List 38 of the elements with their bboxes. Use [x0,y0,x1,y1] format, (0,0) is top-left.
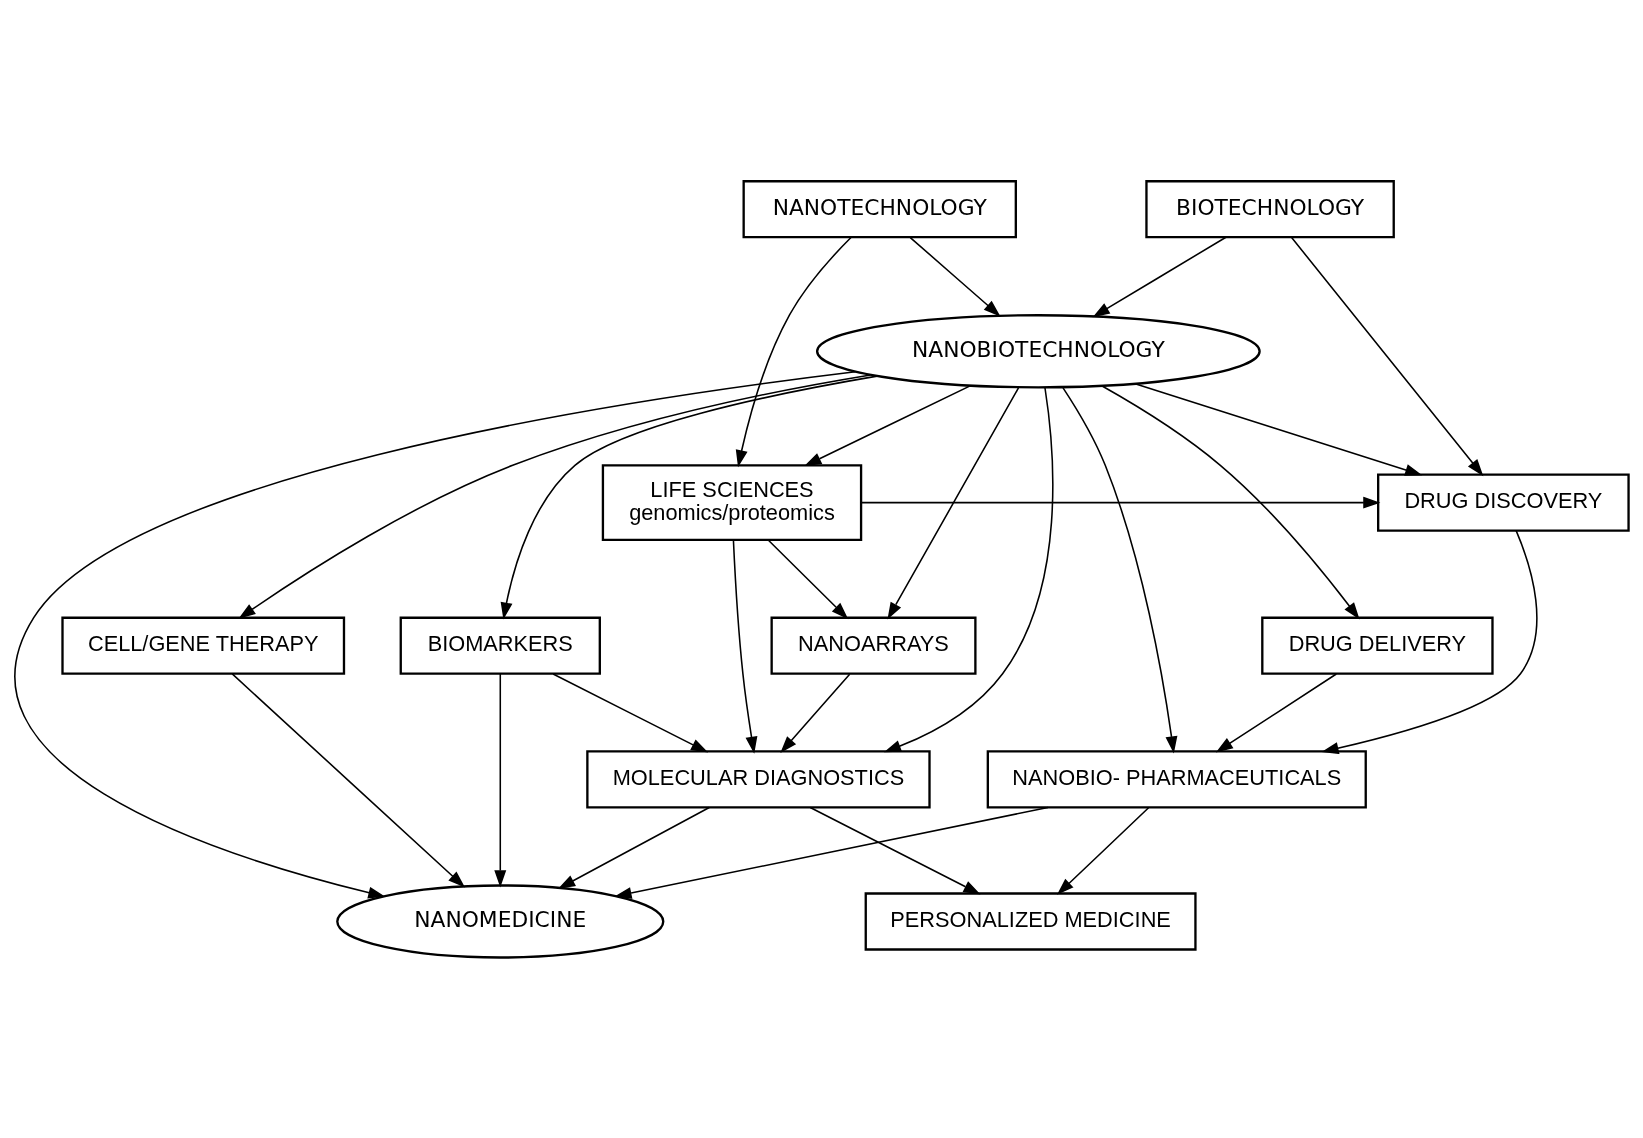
arrow [558,806,711,889]
arrow [552,672,709,752]
arrow [494,672,507,887]
arrow [767,538,849,619]
node-box: DRUG DELIVERY [1261,616,1494,675]
arrow [804,384,971,466]
arrow [1056,806,1150,895]
node-box: BIOMARKERS [399,616,601,675]
arrow [1135,382,1423,476]
arrow [1092,235,1227,317]
arrow [887,386,1020,620]
arrow [500,374,878,620]
node-box: NANOBIO- PHARMACEUTICALS [986,749,1367,809]
node-box: NANOARRAYS [770,616,977,675]
arrow [238,373,872,619]
arrow [14,370,857,899]
arrow [883,386,1054,752]
arrow [909,236,1001,317]
arrow [1215,672,1338,752]
node-box: CELL/GENE THERAPY [61,616,346,675]
arrow [860,496,1381,509]
arrow [780,673,851,753]
node-box: PERSONALIZED MEDICINE [864,891,1197,951]
node-box: DRUG DISCOVERY [1377,472,1630,532]
node-box: LIFE SCIENCES genomics/proteomics [601,463,863,541]
arrow [231,672,466,888]
node-box: MOLECULAR DIAGNOSTICS [586,749,931,809]
arrow [1290,236,1484,476]
arrow [1101,384,1360,620]
node-box: NANOTECHNOLOGY [742,179,1017,238]
node-box: BIOTECHNOLOGY [1145,179,1395,238]
arrow [1062,386,1178,753]
node-ellipse: NANOBIOTECHNOLOGY [815,313,1261,388]
arrow [732,538,758,754]
arrow [614,806,1049,899]
arrow [735,236,852,467]
arrow [809,806,981,894]
arrow [1321,529,1538,754]
